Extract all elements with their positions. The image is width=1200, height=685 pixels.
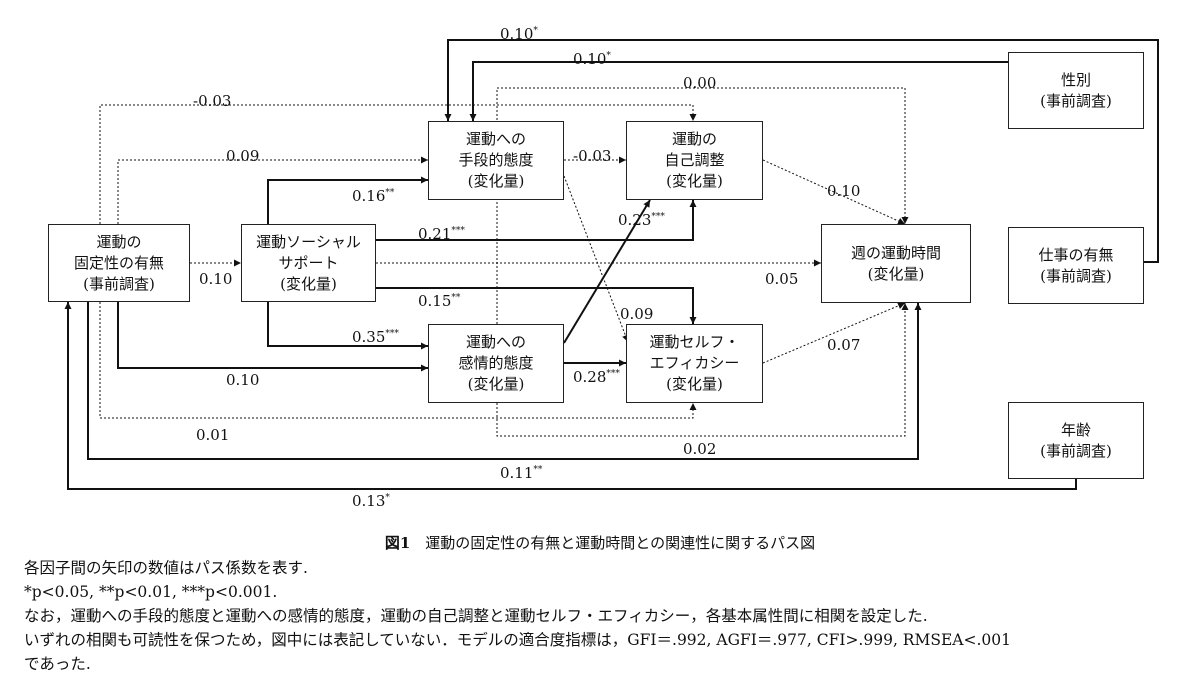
coef-selfefficacy-undojikan: 0.07 (827, 336, 861, 354)
coef-koteisei-jiko: -0.03 (193, 92, 232, 110)
coef-shigoto-shudan: 0.10* (573, 50, 611, 68)
arrow-koteisei-undojikan (87, 302, 922, 460)
arrow-koteisei-shudan (117, 156, 428, 224)
arrow-kanjo-jiko-solid (563, 199, 651, 344)
coef-koteisei-kanjo: 0.10 (226, 371, 260, 389)
arrow-social-shudan (267, 176, 428, 224)
arrow-seibetsu-shudan (469, 61, 1008, 121)
node-seibetsu: 性別 (事前調査) (1008, 52, 1144, 129)
path-diagram (64, 39, 1159, 490)
coef-koteisei-undojikan: 0.11** (500, 464, 543, 482)
node-undo-jikan: 週の運動時間 (変化量) (821, 224, 971, 303)
coef-social-selfefficacy: 0.15** (418, 292, 461, 310)
arrow-koteisei-jiko (99, 104, 697, 224)
node-social-support: 運動ソーシャル サポート (変化量) (241, 224, 376, 302)
coef-kanjo-selfefficacy: 0.28*** (573, 368, 620, 386)
coef-seibetsu-shudan: 0.10* (500, 25, 538, 43)
arrow-kanjo-jiko-dotted (496, 87, 909, 324)
coef-kanjo-jiko-bold: 0.23*** (618, 211, 665, 229)
figure-notes: 各因子間の矢印の数値はパス係数を表す. *p<0.05, **p<0.01, *… (24, 556, 1194, 676)
arrow-nenrei-koteisei (64, 302, 1077, 490)
arrow-shudan-selfefficacy (563, 175, 629, 343)
coef-jiko-undojikan: 0.10 (827, 182, 861, 200)
arrow-jiko-undojikan (762, 159, 906, 225)
node-shigoto: 仕事の有無 (事前調査) (1008, 227, 1144, 304)
coef-nenrei-koteisei: 0.13* (352, 492, 390, 510)
node-koteisei: 運動の 固定性の有無 (事前調査) (48, 224, 190, 302)
coef-social-jiko: 0.21*** (418, 225, 465, 243)
arrow-shudan-undojikan (496, 303, 909, 437)
arrow-social-jiko (376, 200, 697, 241)
note-line: *p<0.05, **p<0.01, ***p<0.001. (24, 583, 278, 601)
coef-social-undojikan: 0.05 (765, 270, 799, 288)
node-nenrei: 年齢 (事前調査) (1008, 402, 1144, 479)
arrow-koteisei-kanjo (117, 302, 428, 372)
coef-social-shudan: 0.16** (352, 187, 395, 205)
coef-shudan-selfefficacy: 0.09 (620, 305, 654, 323)
node-kanjo-taido: 運動への 感情的態度 (変化量) (428, 324, 564, 403)
note-line: 各因子間の矢印の数値はパス係数を表す. (24, 559, 308, 577)
note-line: なお，運動への手段的態度と運動への感情的態度，運動の自己調整と運動セルフ・エフィ… (24, 607, 928, 625)
node-jiko-chosei: 運動の 自己調整 (変化量) (626, 121, 763, 200)
figure-title: 運動の固定性の有無と運動時間との関連性に関するパス図 (425, 534, 816, 552)
coef-kanjo-jiko: 0.00 (683, 74, 717, 92)
node-shudan-taido: 運動への 手段的態度 (変化量) (428, 121, 564, 200)
arrow-koteisei-selfefficacy (99, 302, 697, 419)
coef-shudan-jiko: -0.03 (573, 147, 612, 165)
arrow-shigoto-shudan (444, 39, 1159, 263)
arrow-social-selfefficacy (376, 287, 697, 324)
arrow-selfefficacy-undojikan (762, 302, 906, 364)
figure-label: 図1 (384, 534, 411, 552)
coef-social-kanjo: 0.35*** (352, 328, 399, 346)
coef-koteisei-shudan: 0.09 (226, 147, 260, 165)
coef-shudan-undojikan: 0.02 (683, 440, 717, 458)
node-self-efficacy: 運動セルフ・ エフィカシー (変化量) (626, 324, 763, 403)
arrow-social-kanjo (267, 302, 428, 350)
note-line: であった. (24, 655, 91, 673)
note-line: いずれの相関も可読性を保つため，図中には表記していない．モデルの適合度指標は，G… (24, 631, 1011, 649)
figure-caption: 図1 運動の固定性の有無と運動時間との関連性に関するパス図 (0, 532, 1200, 553)
coef-koteisei-selfefficacy: 0.01 (196, 426, 230, 444)
coef-koteisei-social: 0.10 (199, 270, 233, 288)
